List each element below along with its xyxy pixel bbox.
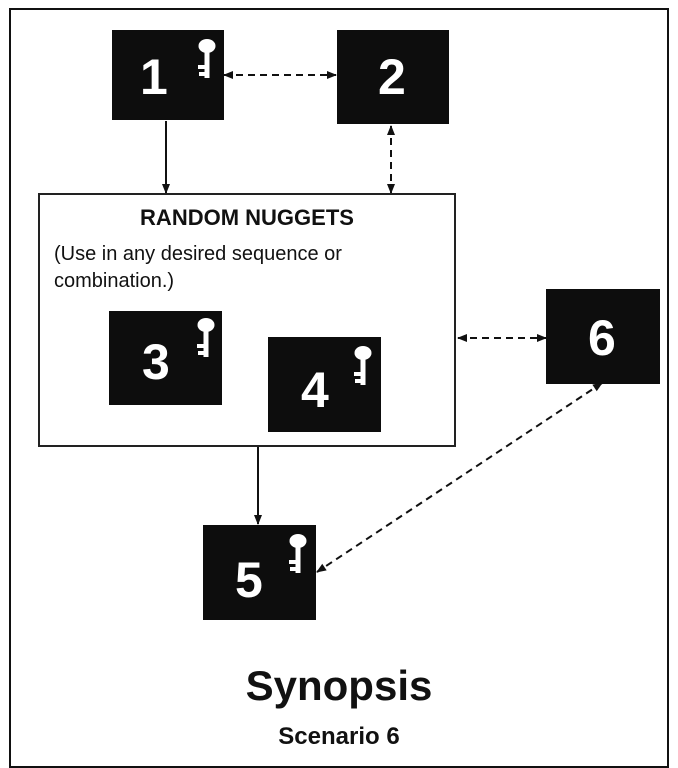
node-3-number: 3 <box>142 334 170 390</box>
node-4: 4 <box>268 337 381 432</box>
node-2: 2 <box>337 30 449 124</box>
key-icon <box>354 346 372 385</box>
key-icon <box>289 534 307 573</box>
node-5: 5 <box>203 525 316 620</box>
random-nuggets-subtitle: (Use in any desired sequence or combinat… <box>54 243 342 292</box>
diagram-title: Synopsis <box>245 662 433 709</box>
key-icon <box>198 39 216 78</box>
random-nuggets-title: RANDOM NUGGETS <box>140 205 354 230</box>
arrow-6-5 <box>316 382 603 573</box>
diagram-subtitle: Scenario 6 <box>278 723 400 750</box>
key-icon <box>197 318 215 357</box>
node-4-number: 4 <box>301 362 329 418</box>
node-1: 1 <box>112 30 224 120</box>
node-3: 3 <box>109 311 222 405</box>
node-1-number: 1 <box>140 49 168 105</box>
node-6: 6 <box>546 289 660 384</box>
node-2-number: 2 <box>378 49 406 105</box>
node-5-number: 5 <box>235 552 263 608</box>
node-6-number: 6 <box>588 310 616 366</box>
random-nuggets-box: RANDOM NUGGETS (Use in any desired seque… <box>38 193 456 447</box>
